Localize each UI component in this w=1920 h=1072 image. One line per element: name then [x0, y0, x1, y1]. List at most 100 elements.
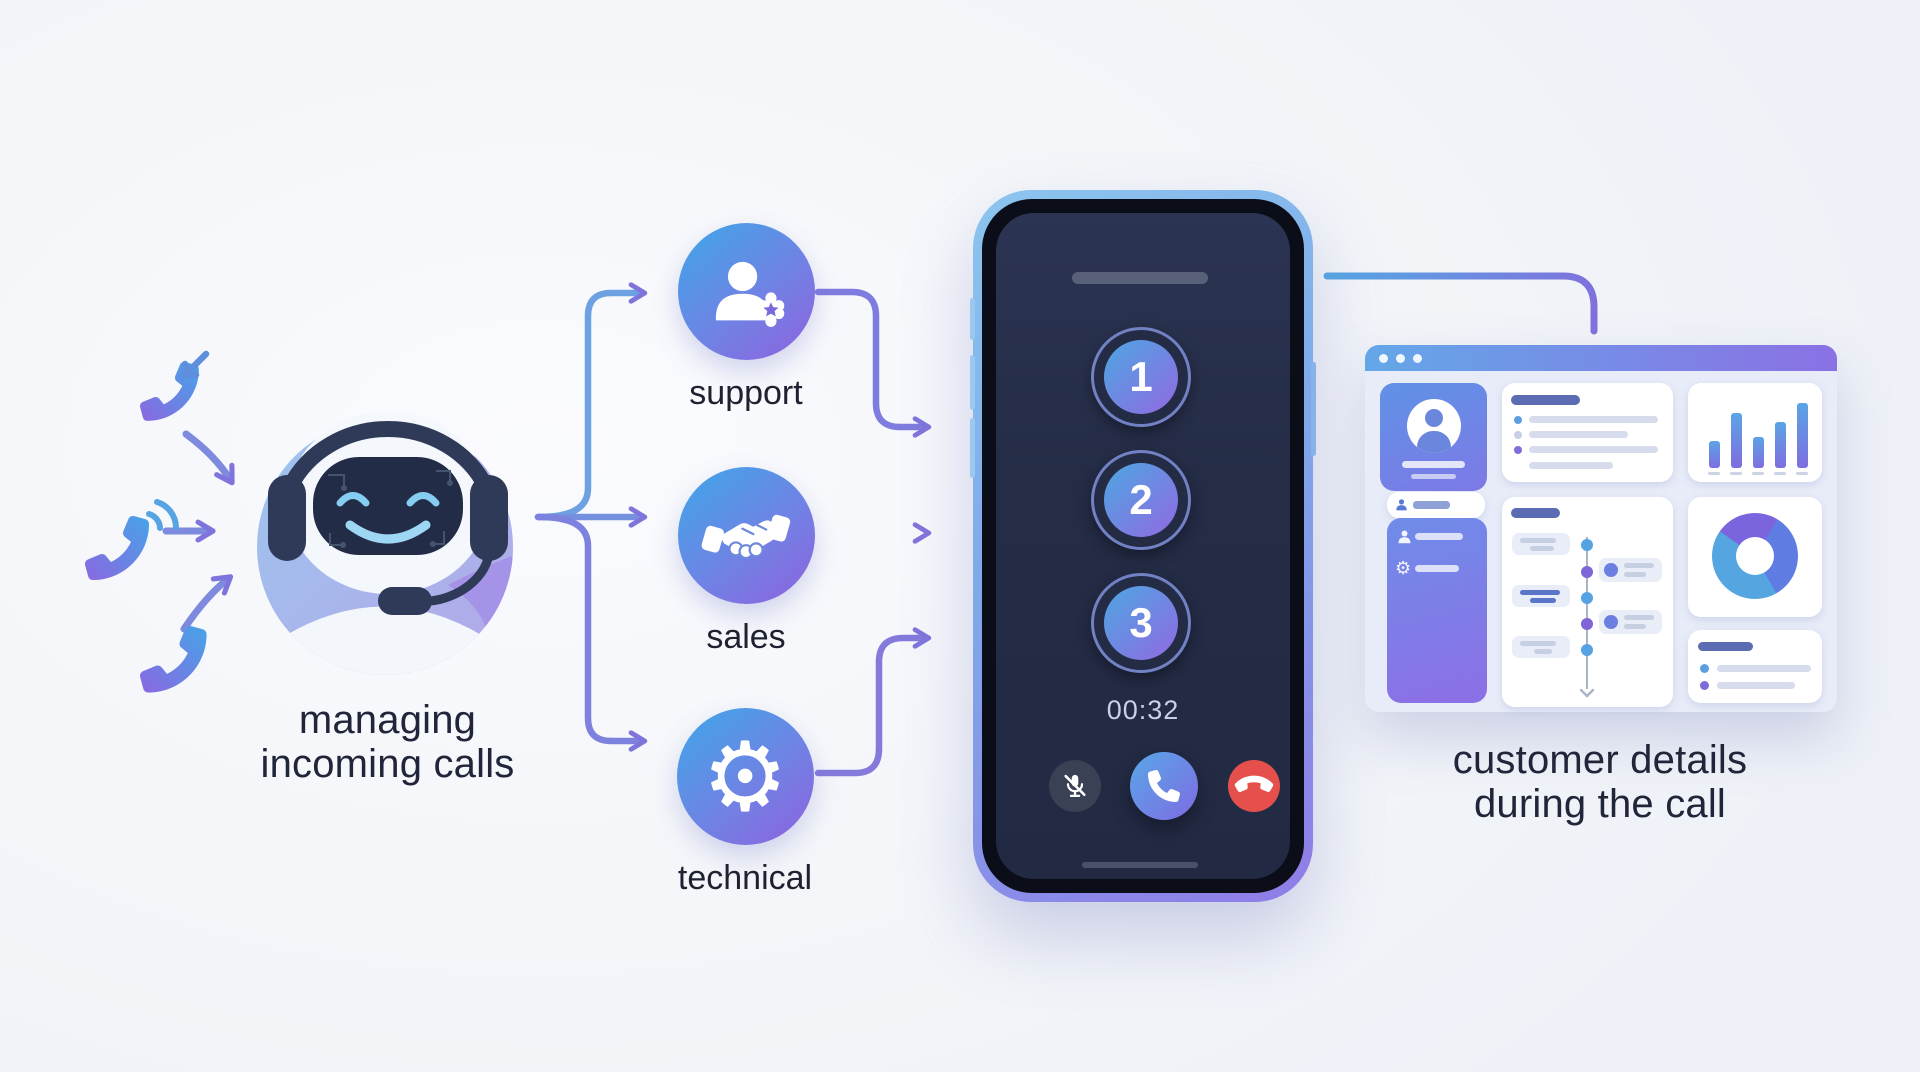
answer-call-button[interactable]	[1130, 752, 1198, 820]
crm-dashboard-window: ⚙	[1365, 345, 1837, 712]
call-timer: 00:32	[1106, 695, 1180, 725]
gear-icon: ⚙	[701, 720, 789, 833]
caption-managing-calls: managing incoming calls	[260, 698, 515, 786]
bar	[1730, 413, 1742, 475]
ivr-option-1-label: 1	[1129, 353, 1153, 400]
menu-line	[1415, 533, 1463, 540]
donut-chart	[1712, 513, 1798, 599]
window-dot[interactable]	[1396, 354, 1405, 363]
department-to-phone-connectors	[814, 288, 932, 777]
window-dot[interactable]	[1413, 354, 1422, 363]
timeline-bubble	[1599, 610, 1662, 634]
bar-chart-card	[1688, 383, 1822, 482]
sales-circle	[677, 467, 815, 604]
robot-eyes	[336, 492, 440, 507]
card-title-placeholder	[1511, 508, 1560, 518]
menu-line	[1415, 565, 1459, 572]
headset-earcup-right	[470, 475, 508, 561]
handshake-icon	[701, 514, 791, 559]
robot-smile	[345, 520, 431, 544]
mute-button[interactable]	[1049, 760, 1101, 812]
timeline-dot	[1581, 539, 1593, 551]
notes-card	[1502, 383, 1673, 482]
text-line	[1717, 665, 1811, 672]
bullet	[1514, 431, 1522, 439]
technical-label: technical	[677, 859, 813, 897]
technical-circle: ⚙	[676, 708, 814, 845]
bar	[1752, 437, 1764, 475]
customer-profile-card	[1380, 383, 1487, 491]
timeline-arrow-icon	[1579, 688, 1595, 698]
bullet	[1700, 664, 1709, 673]
timeline-bubble	[1599, 558, 1662, 582]
timeline-bubble	[1512, 533, 1570, 555]
phone-to-dashboard-connector	[1323, 272, 1598, 335]
support-circle	[677, 223, 815, 360]
phone-down-icon	[1234, 775, 1274, 792]
sidebar-panel: ⚙	[1387, 518, 1487, 703]
person-icon	[1396, 499, 1407, 511]
robot-assistant	[257, 412, 513, 675]
subtitle-placeholder	[1411, 474, 1456, 479]
phone-icon	[1148, 770, 1180, 802]
ivr-option-3[interactable]: 3	[1091, 573, 1191, 673]
dept-node-sales: sales	[666, 467, 826, 657]
circuit-pattern	[328, 470, 451, 546]
item-label-placeholder	[1413, 501, 1450, 509]
headset-earcup-left	[268, 475, 306, 561]
ivr-option-2[interactable]: 2	[1091, 450, 1191, 550]
summary-card	[1688, 630, 1822, 703]
bar	[1708, 441, 1720, 475]
phone-power-button	[1311, 362, 1316, 456]
dept-node-technical: ⚙ technical	[665, 708, 825, 898]
sales-label: sales	[706, 618, 786, 656]
headset-boom	[425, 542, 495, 606]
caption-customer-details: customer details during the call	[1452, 738, 1748, 826]
bullet	[1700, 681, 1709, 690]
donut-chart-card	[1688, 497, 1822, 617]
ivr-option-1[interactable]: 1	[1091, 327, 1191, 427]
phone-volume-down-button	[970, 418, 975, 478]
card-title-placeholder	[1698, 642, 1753, 651]
card-title-placeholder	[1511, 395, 1580, 405]
timeline-card	[1502, 497, 1673, 707]
timeline-dot	[1581, 592, 1593, 604]
timeline-dot	[1581, 644, 1593, 656]
timeline-line	[1586, 537, 1588, 689]
phone-mockup: 1 2 3 00:32	[970, 190, 1316, 902]
home-indicator	[1082, 862, 1198, 868]
headset-mic	[378, 587, 432, 615]
donut-hole	[1736, 537, 1774, 575]
timeline-bubble	[1512, 585, 1570, 607]
incoming-call-icon	[139, 350, 210, 421]
text-line	[1529, 416, 1658, 423]
bullet	[1514, 416, 1522, 424]
gear-icon: ⚙	[1395, 558, 1412, 579]
ivr-option-3-label: 3	[1129, 599, 1153, 646]
mic-off-icon	[1064, 774, 1086, 798]
incoming-arrows	[162, 430, 235, 633]
sidebar-selected-item[interactable]	[1387, 492, 1485, 518]
bar	[1796, 403, 1808, 475]
name-placeholder	[1402, 461, 1465, 468]
ivr-option-2-label: 2	[1129, 476, 1153, 523]
dept-node-support: support	[666, 223, 826, 413]
ringing-call-icon	[85, 499, 179, 580]
phone-side-button	[970, 298, 975, 340]
avatar	[1407, 399, 1461, 453]
headset-band	[282, 421, 494, 495]
call-icon	[139, 625, 207, 693]
timeline-bubble	[1512, 636, 1570, 658]
window-dot[interactable]	[1379, 354, 1388, 363]
bar-chart	[1708, 383, 1808, 475]
phone-screen: 1 2 3 00:32	[996, 213, 1290, 879]
window-titlebar	[1365, 345, 1837, 371]
hangup-button[interactable]	[1228, 760, 1280, 812]
support-label: support	[689, 374, 803, 412]
person-icon	[1398, 530, 1411, 544]
text-line	[1717, 682, 1795, 689]
timeline-dot	[1581, 618, 1593, 630]
text-line	[1529, 446, 1658, 453]
text-line	[1529, 431, 1628, 438]
